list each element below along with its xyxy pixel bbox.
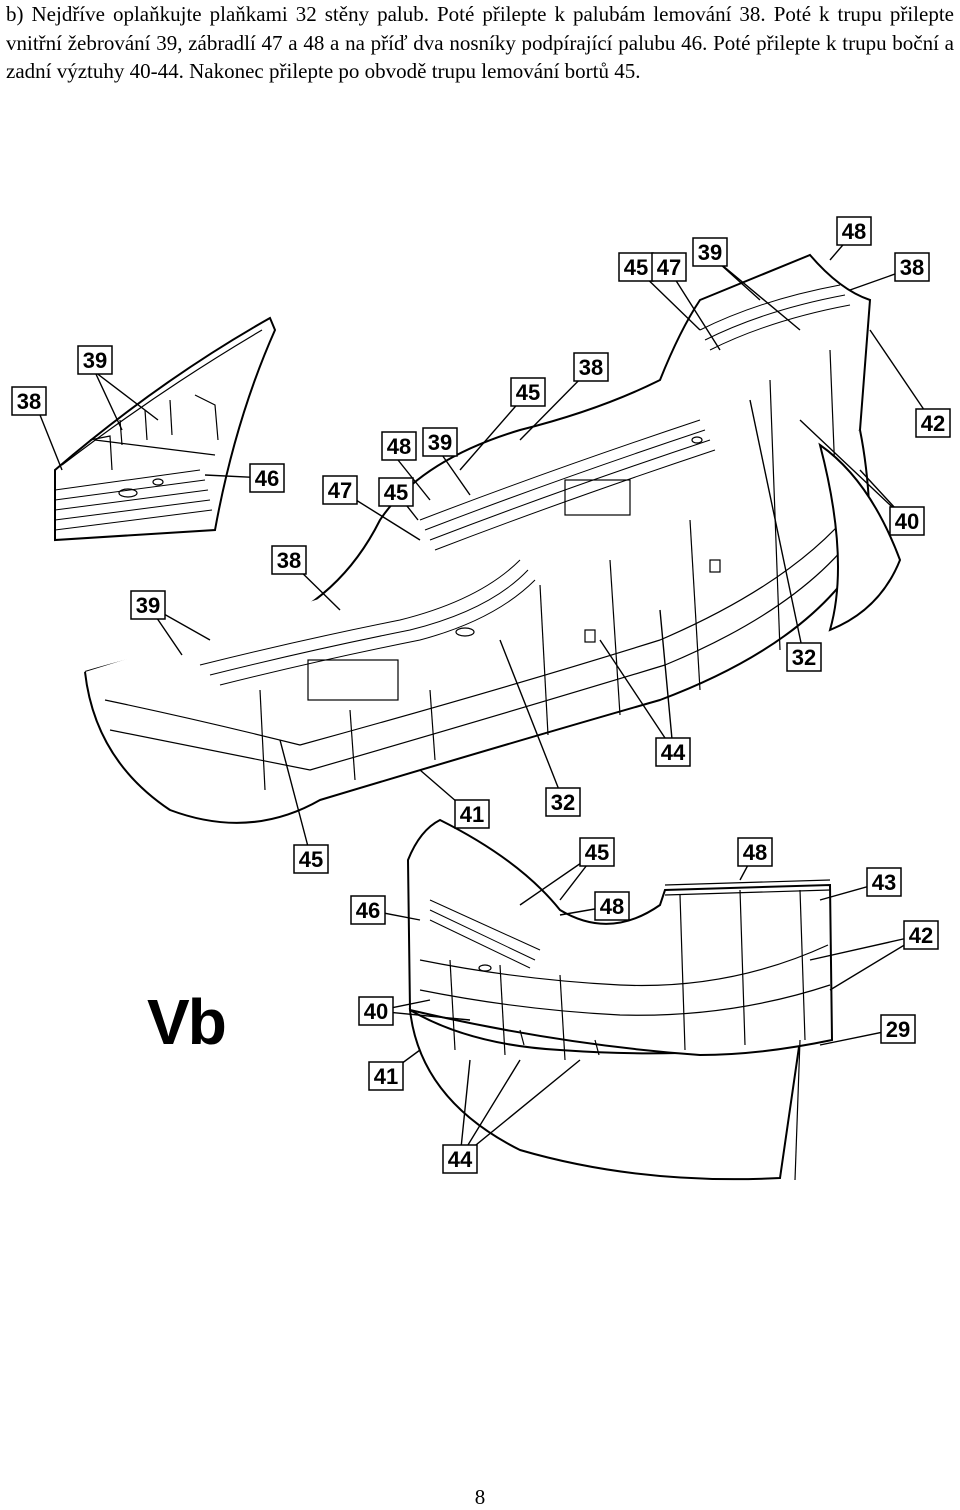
callout-label: 48 — [387, 434, 411, 459]
ship-lower-illustration — [406, 818, 834, 1181]
callout-label: 39 — [83, 348, 107, 373]
callout-42-a: 42 — [915, 408, 951, 438]
callout-46-b: 46 — [350, 895, 386, 925]
callout-32-a: 32 — [786, 642, 822, 672]
callout-label: 44 — [448, 1147, 473, 1172]
callout-label: 47 — [657, 255, 681, 280]
callout-40-a: 40 — [889, 506, 925, 536]
callout-45-b: 45 — [510, 377, 546, 407]
callout-47-b: 47 — [651, 252, 687, 282]
callout-label: 45 — [384, 480, 408, 505]
callout-42-b: 42 — [903, 920, 939, 950]
callout-label: 38 — [579, 355, 603, 380]
callout-label: 40 — [895, 509, 919, 534]
callout-label: 42 — [909, 923, 933, 948]
callout-label: 48 — [743, 840, 767, 865]
callout-45-d: 45 — [293, 844, 329, 874]
callout-label: 38 — [900, 255, 924, 280]
callout-46-a: 46 — [249, 463, 285, 493]
callout-38-b: 38 — [271, 545, 307, 575]
callout-39-c: 39 — [130, 590, 166, 620]
callout-label: 45 — [299, 847, 323, 872]
callout-label: 46 — [255, 466, 279, 491]
callout-48-a: 48 — [381, 431, 417, 461]
callout-44-b: 44 — [442, 1144, 478, 1174]
callout-label: 39 — [698, 240, 722, 265]
figure-code-label: Vb — [147, 986, 227, 1058]
callout-32-b: 32 — [545, 787, 581, 817]
callout-label: 32 — [792, 645, 816, 670]
callout-43: 43 — [866, 867, 902, 897]
callout-label: 39 — [136, 593, 160, 618]
callout-38-a: 38 — [11, 386, 47, 416]
callout-48-d: 48 — [594, 891, 630, 921]
callout-label: 32 — [551, 790, 575, 815]
callout-label: 45 — [516, 380, 540, 405]
callout-29: 29 — [880, 1014, 916, 1044]
ship-assembly-drawing: 38 39 46 48 39 47 45 38 39 45 38 45 47 3… — [11, 216, 951, 1181]
callout-label: 43 — [872, 870, 896, 895]
callout-47-a: 47 — [322, 475, 358, 505]
callout-41-a: 41 — [454, 799, 490, 829]
callout-label: 41 — [460, 802, 484, 827]
ship-upper-illustration — [84, 253, 902, 824]
callout-label: 39 — [428, 430, 452, 455]
callout-44-a: 44 — [655, 737, 691, 767]
callout-41-b: 41 — [368, 1061, 404, 1091]
ship-assembly-figure: 38 39 46 48 39 47 45 38 39 45 38 45 47 3… — [0, 200, 960, 1200]
callout-48-c: 48 — [737, 837, 773, 867]
callout-label: 38 — [17, 389, 41, 414]
callout-label: 44 — [661, 740, 686, 765]
callout-label: 45 — [624, 255, 648, 280]
callout-label: 48 — [842, 219, 866, 244]
instruction-text: b) Nejdříve oplaňkujte plaňkami 32 stěny… — [6, 2, 954, 83]
bow-closeup-illustration — [54, 316, 277, 542]
page-number: 8 — [474, 1485, 486, 1509]
callout-label: 47 — [328, 478, 352, 503]
callout-label: 38 — [277, 548, 301, 573]
callout-45-a: 45 — [378, 477, 414, 507]
callout-label: 41 — [374, 1064, 398, 1089]
callout-label: 46 — [356, 898, 380, 923]
callout-39-b: 39 — [422, 427, 458, 457]
callout-label: 45 — [585, 840, 609, 865]
callout-label: 48 — [600, 894, 624, 919]
callout-48-b: 48 — [836, 216, 872, 246]
callout-label: 29 — [886, 1017, 910, 1042]
callout-38-c: 38 — [573, 352, 609, 382]
callout-label: 42 — [921, 411, 945, 436]
callout-45-c: 45 — [618, 252, 654, 282]
callout-40-b: 40 — [358, 996, 394, 1026]
callout-39-a: 39 — [77, 345, 113, 375]
callout-45-e: 45 — [579, 837, 615, 867]
callout-38-d: 38 — [894, 252, 930, 282]
callout-39-d: 39 — [692, 237, 728, 267]
callout-label: 40 — [364, 999, 388, 1024]
